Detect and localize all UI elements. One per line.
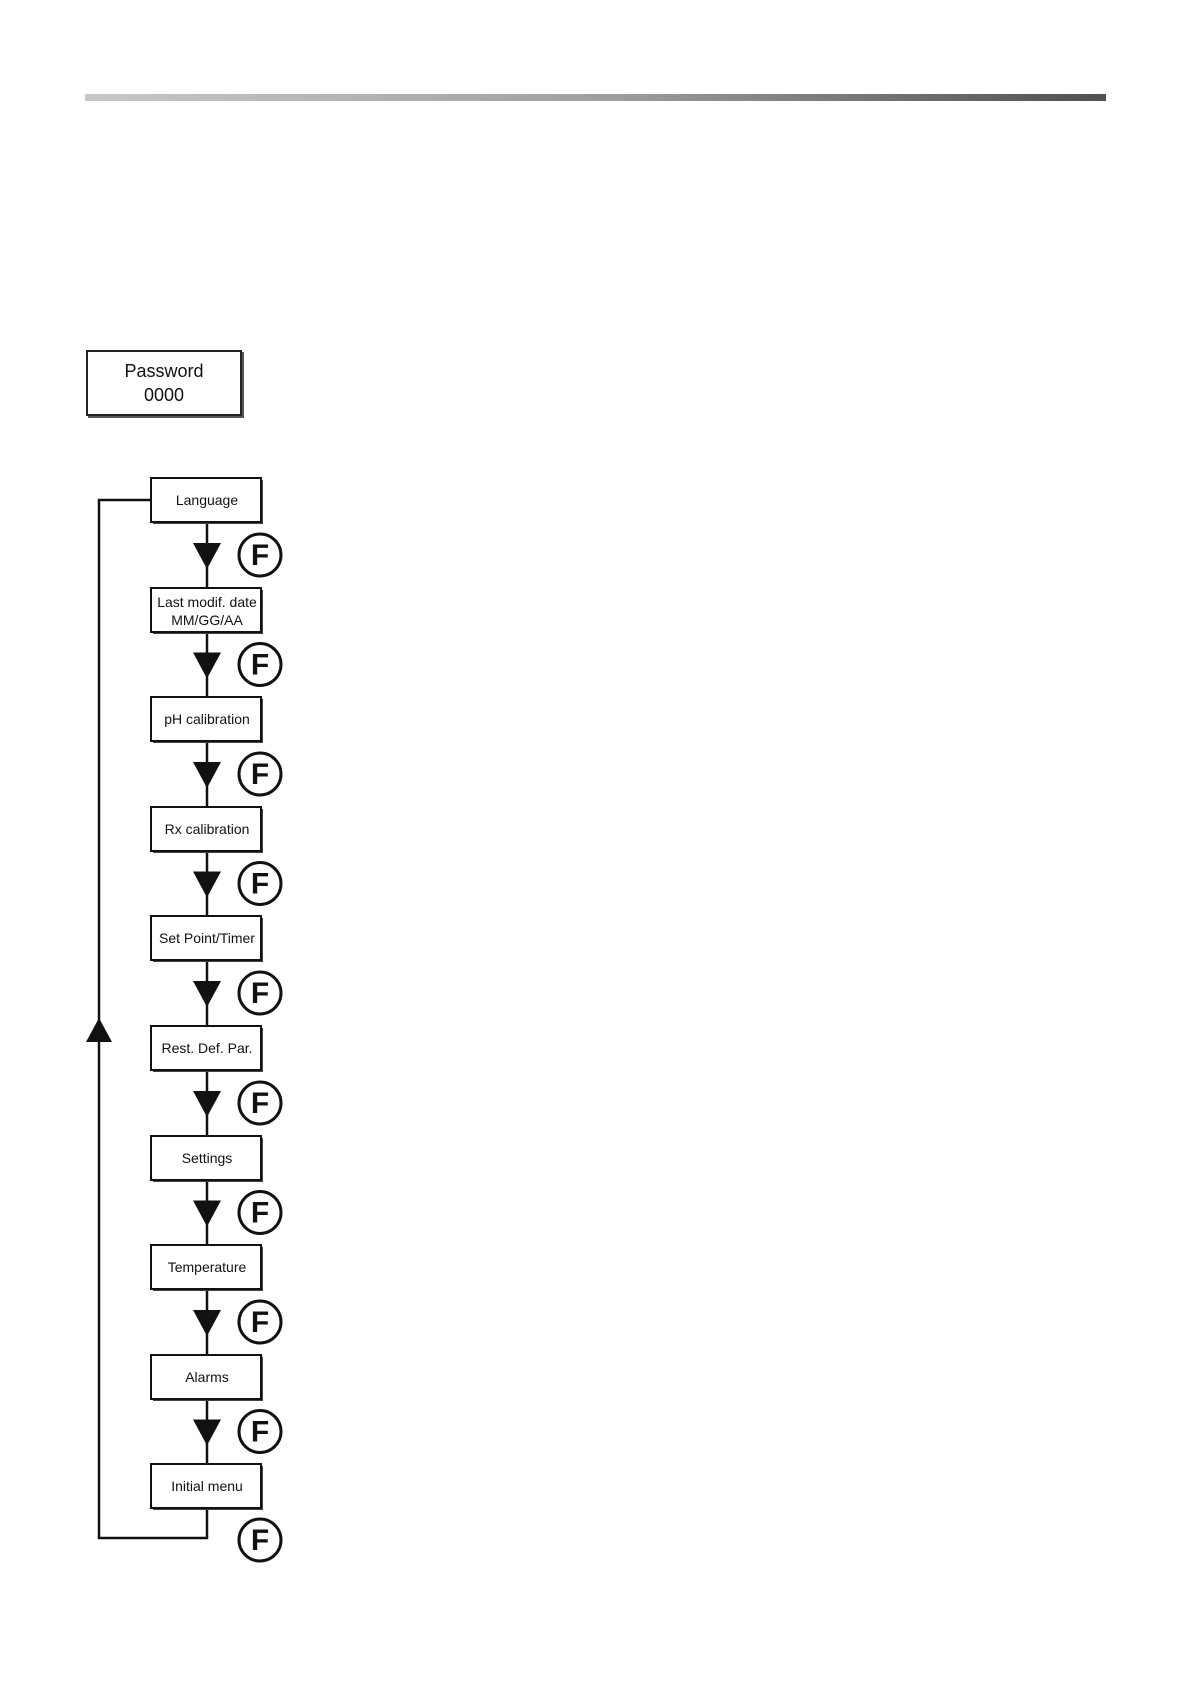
f-key-label: F <box>251 539 269 572</box>
menu-box-label: Last modif. date <box>157 594 257 610</box>
down-arrow-icon <box>193 762 221 788</box>
menu-box-label: Temperature <box>168 1259 247 1275</box>
f-key-label: F <box>251 1524 269 1557</box>
f-key-label: F <box>251 1306 269 1339</box>
f-key-label: F <box>251 1087 269 1120</box>
f-key-label: F <box>251 649 269 682</box>
down-arrow-icon <box>193 653 221 679</box>
f-key-label: F <box>251 758 269 791</box>
menu-box-label: pH calibration <box>164 711 250 727</box>
f-key-label: F <box>251 868 269 901</box>
menu-box-label: Settings <box>182 1150 233 1166</box>
menu-box-label: Set Point/Timer <box>159 930 255 946</box>
f-key-label: F <box>251 1197 269 1230</box>
down-arrow-icon <box>193 1201 221 1227</box>
menu-box-label: Alarms <box>185 1369 229 1385</box>
f-key-label: F <box>251 1416 269 1449</box>
down-arrow-icon <box>193 1091 221 1117</box>
menu-box-label: Rest. Def. Par. <box>161 1040 252 1056</box>
down-arrow-icon <box>193 543 221 569</box>
menu-box-label: Rx calibration <box>165 821 250 837</box>
down-arrow-icon <box>193 1310 221 1336</box>
down-arrow-icon <box>193 872 221 898</box>
down-arrow-icon <box>193 1420 221 1446</box>
f-key-label: F <box>251 977 269 1010</box>
menu-box-label: Language <box>176 492 239 508</box>
down-arrow-icon <box>193 981 221 1007</box>
menu-box-sublabel: MM/GG/AA <box>171 612 243 628</box>
up-arrow-icon <box>86 1018 112 1042</box>
menu-box-label: Initial menu <box>171 1478 243 1494</box>
